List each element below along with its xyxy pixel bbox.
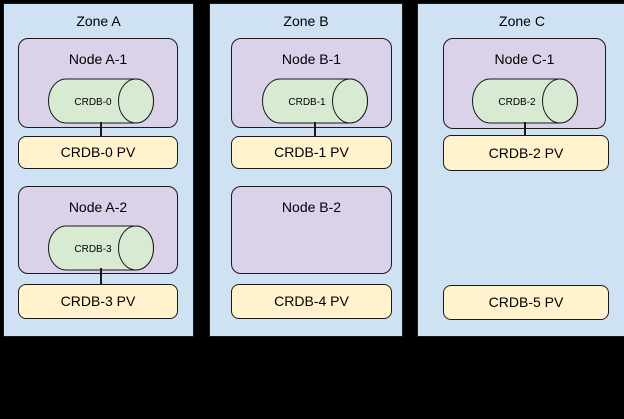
pv-box-crdb-5: CRDB-5 PV (443, 285, 609, 320)
node-b2-box: Node B-2 (231, 186, 392, 274)
pod-crdb-1-label: CRDB-1 (288, 97, 326, 108)
zone-b-label: Zone B (283, 13, 329, 29)
pod-cylinder-crdb-3: CRDB-3 (48, 225, 154, 271)
pod-crdb-0-label: CRDB-0 (74, 97, 112, 108)
pv-box-crdb-2: CRDB-2 PV (443, 135, 609, 171)
node-c1-label: Node C-1 (494, 51, 555, 67)
pv-crdb-4-label: CRDB-4 PV (274, 293, 349, 309)
pv-box-crdb-1: CRDB-1 PV (231, 136, 392, 169)
node-a1-box: Node A-1 CRDB-0 (18, 38, 178, 128)
pod-cylinder-crdb-2: CRDB-2 (472, 78, 578, 124)
node-a2-box: Node A-2 CRDB-3 (18, 186, 178, 274)
pv-crdb-3-label: CRDB-3 PV (60, 293, 136, 309)
pod-cylinder-crdb-1: CRDB-1 (262, 78, 368, 124)
connector-crdb2-to-pv (524, 122, 526, 136)
node-b2-label: Node B-2 (281, 199, 342, 215)
pv-crdb-2-label: CRDB-2 PV (488, 144, 564, 161)
zone-b-box: Zone B Node B-1 CRDB-1 CRDB-1 PV Node B-… (209, 3, 403, 337)
connector-crdb3-to-pv (100, 268, 102, 285)
pv-crdb-5-label: CRDB-5 PV (488, 294, 564, 310)
pod-crdb-2-label: CRDB-2 (498, 97, 536, 108)
pv-crdb-1-label: CRDB-1 PV (274, 144, 349, 160)
zone-a-box: Zone A Node A-1 CRDB-0 CRDB-0 PV Node A-… (3, 3, 194, 337)
zone-a-label: Zone A (76, 13, 121, 29)
pv-crdb-0-label: CRDB-0 PV (60, 144, 136, 160)
node-a2-label: Node A-2 (68, 199, 128, 215)
pod-crdb-3-label: CRDB-3 (74, 244, 112, 255)
zone-c-label: Zone C (499, 13, 545, 29)
pod-cylinder-crdb-0: CRDB-0 (48, 78, 154, 124)
connector-crdb0-to-pv (100, 122, 102, 137)
node-a1-label: Node A-1 (68, 51, 128, 67)
node-b1-label: Node B-1 (281, 51, 342, 67)
node-b1-box: Node B-1 CRDB-1 (231, 38, 392, 128)
node-c1-box: Node C-1 CRDB-2 (443, 38, 606, 129)
zone-c-box: Zone C Node C-1 CRDB-2 CRDB-2 PV CRDB-5 … (417, 3, 624, 337)
connector-crdb1-to-pv (314, 122, 316, 137)
pv-box-crdb-4: CRDB-4 PV (231, 284, 392, 319)
pv-box-crdb-3: CRDB-3 PV (18, 284, 178, 319)
pv-box-crdb-0: CRDB-0 PV (18, 136, 178, 169)
